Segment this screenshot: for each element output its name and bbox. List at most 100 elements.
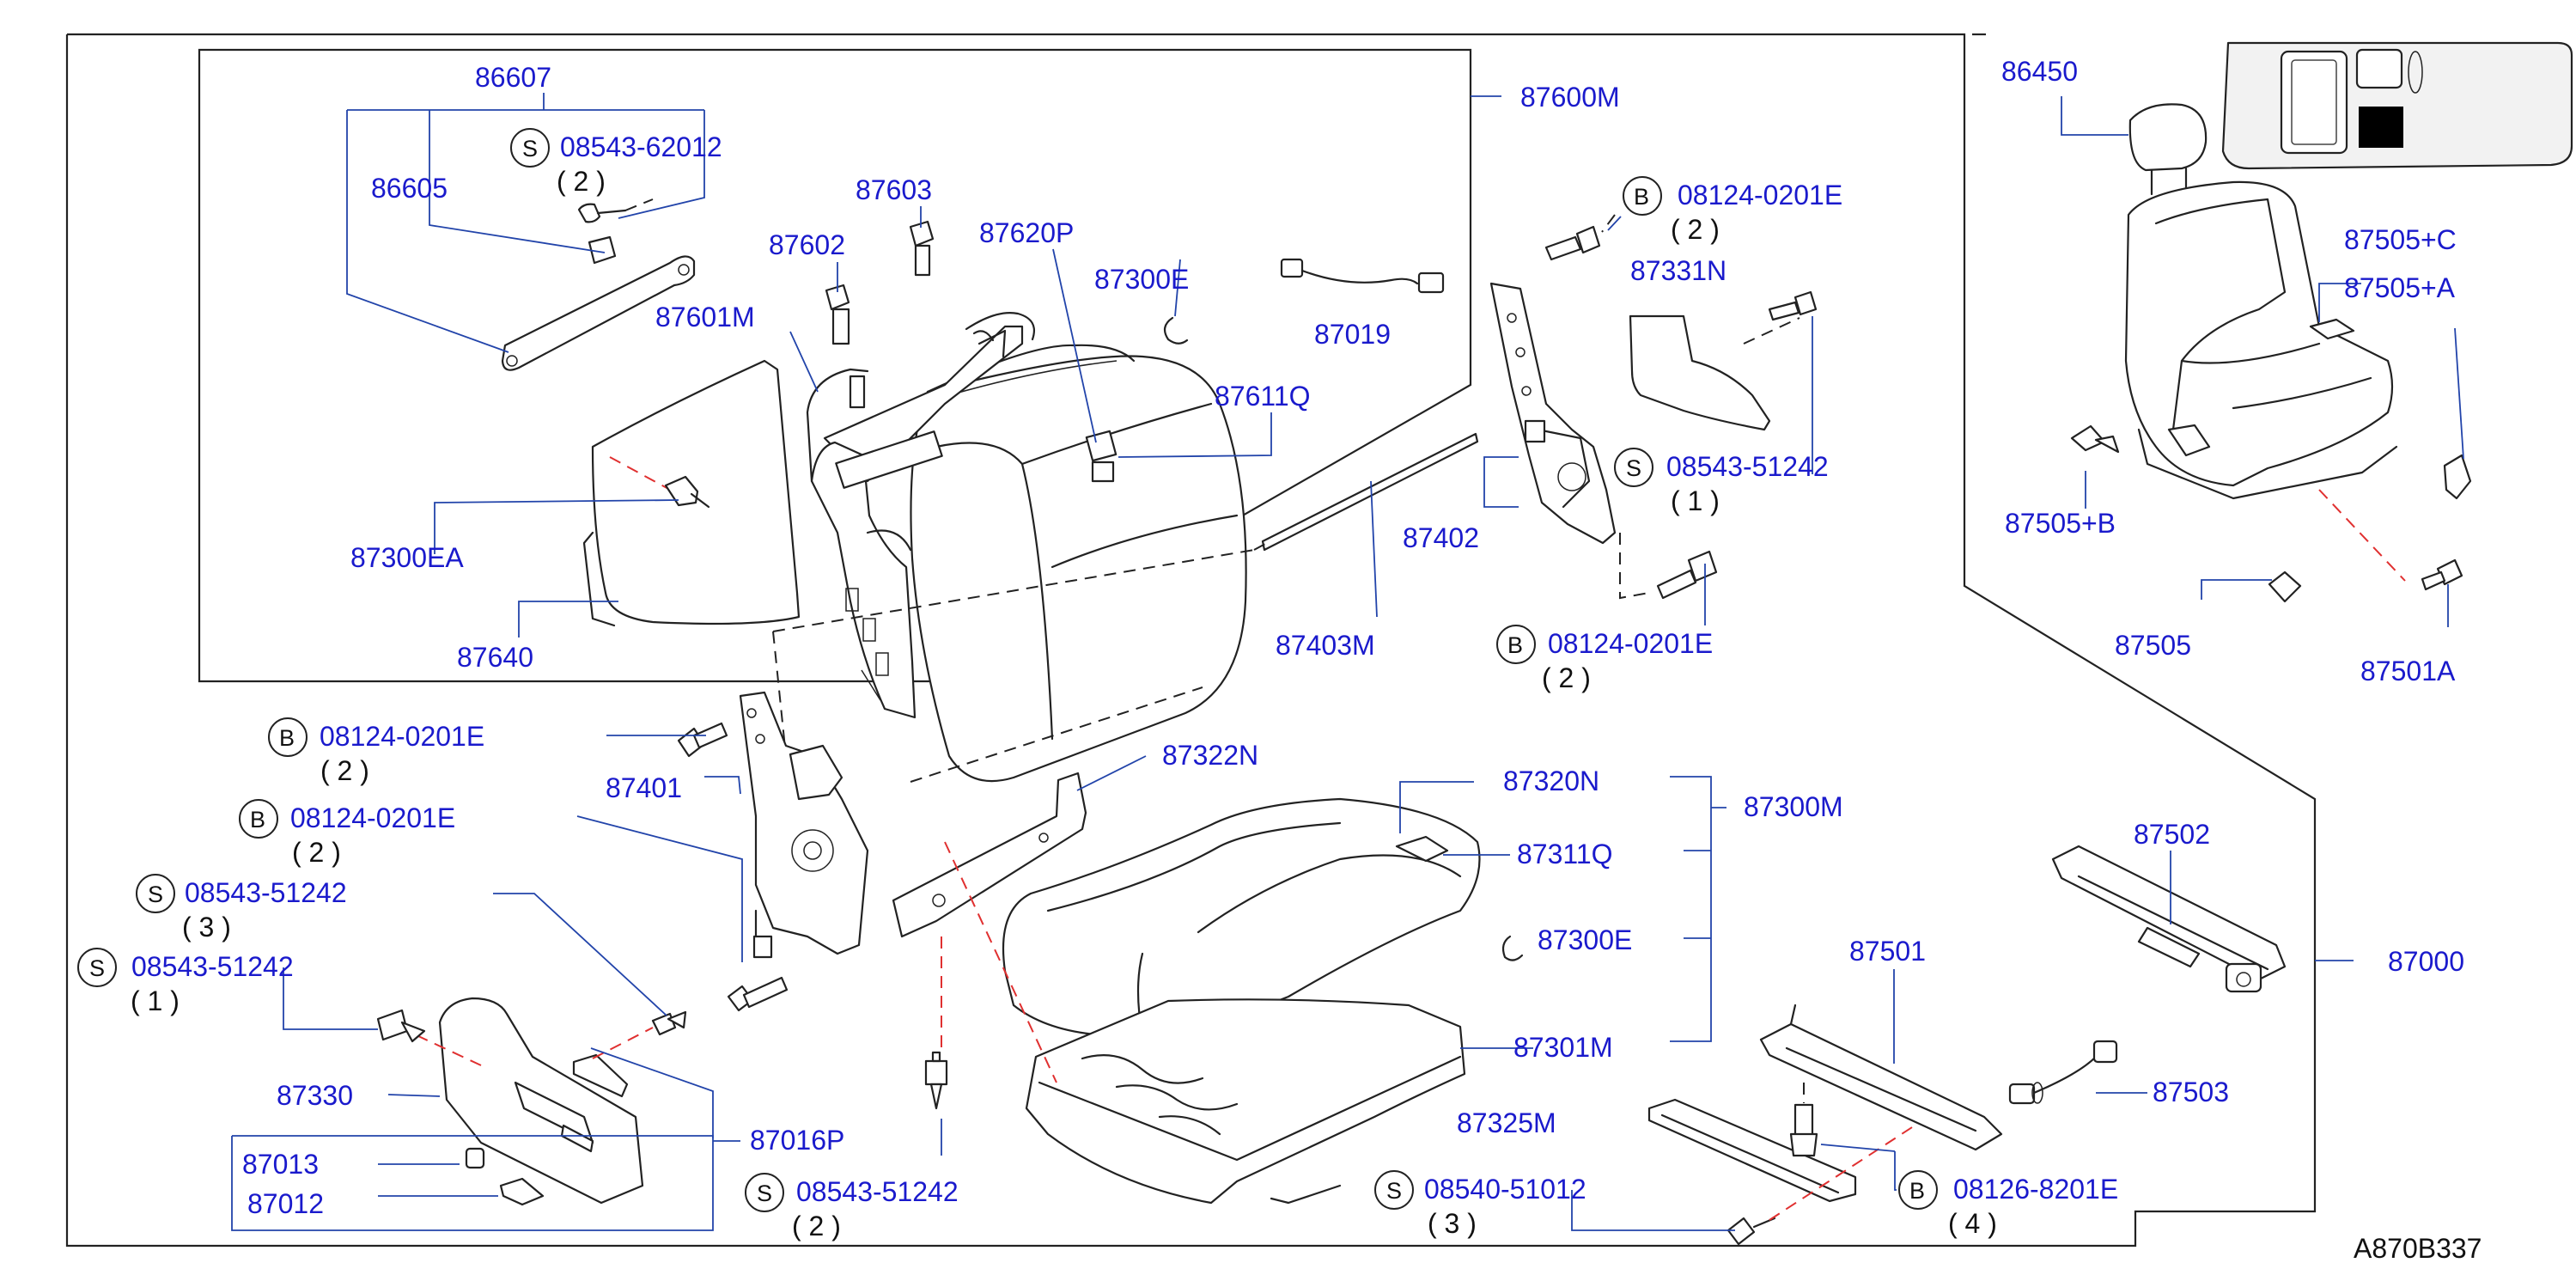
rail-87502 bbox=[2051, 845, 2287, 993]
label-08124-0201E: 08124-0201E bbox=[1548, 628, 1713, 659]
qty-label: ( 3 ) bbox=[1428, 1208, 1477, 1239]
label-87300EA: 87300EA bbox=[350, 542, 464, 573]
qty-label: ( 4 ) bbox=[1948, 1208, 1997, 1239]
label-08540-51012: 08540-51012 bbox=[1424, 1174, 1586, 1205]
label-08126-8201E: 08126-8201E bbox=[1953, 1174, 2118, 1205]
label-87300E-top: 87300E bbox=[1094, 264, 1189, 295]
qty-label: ( 1 ) bbox=[1671, 485, 1720, 516]
back-board bbox=[582, 359, 801, 627]
qty-label: ( 2 ) bbox=[320, 755, 369, 786]
svg-text:B: B bbox=[250, 807, 265, 833]
label-87600M: 87600M bbox=[1520, 82, 1620, 113]
recliner-right bbox=[1489, 282, 1617, 545]
seat-assembly-87000 bbox=[2070, 103, 2472, 603]
label-08124-0201E: 08124-0201E bbox=[320, 721, 484, 752]
label-87322N: 87322N bbox=[1162, 740, 1258, 771]
label-86450: 86450 bbox=[2001, 56, 2078, 87]
label-87016P: 87016P bbox=[750, 1125, 844, 1156]
label-08124-0201E: 08124-0201E bbox=[1678, 180, 1842, 210]
rail-87501 bbox=[1759, 1004, 2003, 1157]
label-87325M: 87325M bbox=[1457, 1107, 1556, 1138]
label-87603: 87603 bbox=[856, 174, 932, 205]
qty-label: ( 1 ) bbox=[131, 985, 180, 1016]
bolts-left bbox=[677, 722, 789, 1012]
label-87331N: 87331N bbox=[1630, 255, 1726, 286]
label-08543-51242: 08543-51242 bbox=[1666, 451, 1829, 482]
side-trim-87330 bbox=[376, 997, 644, 1205]
bolt-lower-right bbox=[1619, 533, 1718, 600]
seatback-cushion bbox=[910, 344, 1247, 783]
trim-handle bbox=[501, 255, 696, 371]
label-08543-62012: 08543-62012 bbox=[560, 131, 722, 162]
label-86605: 86605 bbox=[371, 173, 448, 204]
label-87012: 87012 bbox=[247, 1188, 324, 1219]
cable-87503 bbox=[2008, 1040, 2118, 1105]
small-clips bbox=[577, 198, 654, 265]
label-87300M: 87300M bbox=[1744, 791, 1843, 822]
label-87502: 87502 bbox=[2134, 819, 2210, 850]
rail-87325m bbox=[1647, 1098, 1942, 1246]
svg-text:B: B bbox=[279, 725, 295, 751]
svg-text:B: B bbox=[1634, 184, 1649, 210]
svg-text:S: S bbox=[522, 136, 538, 162]
svg-text:S: S bbox=[1626, 455, 1641, 481]
label-87505C: 87505+C bbox=[2344, 224, 2457, 255]
svg-text:B: B bbox=[1909, 1178, 1925, 1204]
label-86607: 86607 bbox=[475, 62, 551, 93]
wire-harness-87019 bbox=[1280, 258, 1445, 294]
label-87503: 87503 bbox=[2153, 1077, 2229, 1107]
bolt-symbol: B bbox=[1623, 176, 1662, 216]
screw-under-seat bbox=[924, 1051, 948, 1110]
label-87620P: 87620P bbox=[979, 217, 1074, 248]
label-87602: 87602 bbox=[769, 229, 845, 260]
screw-symbol: S bbox=[1374, 1170, 1414, 1210]
qty-label: ( 2 ) bbox=[1542, 662, 1591, 693]
label-87640: 87640 bbox=[457, 642, 533, 673]
side-cover-87331n bbox=[1629, 290, 1818, 431]
bolt-top-right bbox=[1544, 214, 1616, 261]
label-87013: 87013 bbox=[242, 1149, 319, 1180]
label-87505: 87505 bbox=[2115, 630, 2191, 661]
qty-label: ( 2 ) bbox=[792, 1211, 841, 1241]
label-87300E-bottom: 87300E bbox=[1538, 924, 1632, 955]
screw-symbol: S bbox=[510, 128, 550, 168]
label-87402: 87402 bbox=[1403, 522, 1479, 553]
label-87505B: 87505+B bbox=[2005, 508, 2116, 539]
part-labels: 86607 08543-62012 ( 2 ) 86605 87603 8760… bbox=[131, 56, 2482, 1264]
clip-87300e-bottom bbox=[1501, 935, 1524, 961]
label-87611Q: 87611Q bbox=[1215, 381, 1311, 412]
label-87000: 87000 bbox=[2388, 946, 2464, 977]
label-87019: 87019 bbox=[1314, 319, 1391, 350]
screw-symbol: S bbox=[136, 874, 175, 913]
bolt-symbol: B bbox=[1496, 625, 1536, 664]
label-87601M: 87601M bbox=[655, 302, 755, 332]
parts-drawings bbox=[376, 103, 2472, 1246]
label-87505A: 87505+A bbox=[2344, 272, 2456, 303]
symbol-markers: S B S B B B S S S S B bbox=[77, 128, 1938, 1212]
caps-87013-87012 bbox=[465, 1147, 545, 1206]
svg-text:S: S bbox=[89, 955, 105, 981]
seat-frame bbox=[941, 841, 1466, 1205]
screw-symbol: S bbox=[1614, 448, 1653, 487]
qty-label: ( 2 ) bbox=[292, 837, 341, 868]
label-87320N: 87320N bbox=[1503, 766, 1599, 796]
svg-text:S: S bbox=[148, 882, 163, 907]
label-87501A: 87501A bbox=[2360, 656, 2456, 686]
label-87330: 87330 bbox=[277, 1080, 353, 1111]
recliner-rod bbox=[772, 432, 1479, 783]
knob-87016p bbox=[572, 1010, 687, 1098]
label-87401: 87401 bbox=[606, 772, 682, 803]
qty-label: ( 2 ) bbox=[1671, 214, 1720, 245]
label-87301M: 87301M bbox=[1513, 1032, 1613, 1063]
label-08543-51242: 08543-51242 bbox=[185, 877, 347, 908]
fasteners-87602-87603 bbox=[825, 220, 995, 345]
bolt-symbol: B bbox=[239, 799, 278, 839]
label-08543-51242: 08543-51242 bbox=[796, 1176, 959, 1207]
svg-text:S: S bbox=[757, 1180, 772, 1206]
label-87403M: 87403M bbox=[1276, 630, 1375, 661]
label-87311Q: 87311Q bbox=[1517, 839, 1613, 869]
leader-lines bbox=[231, 93, 2464, 1231]
bracket-87322n bbox=[892, 772, 1087, 938]
vehicle-location-icon bbox=[2221, 41, 2573, 170]
